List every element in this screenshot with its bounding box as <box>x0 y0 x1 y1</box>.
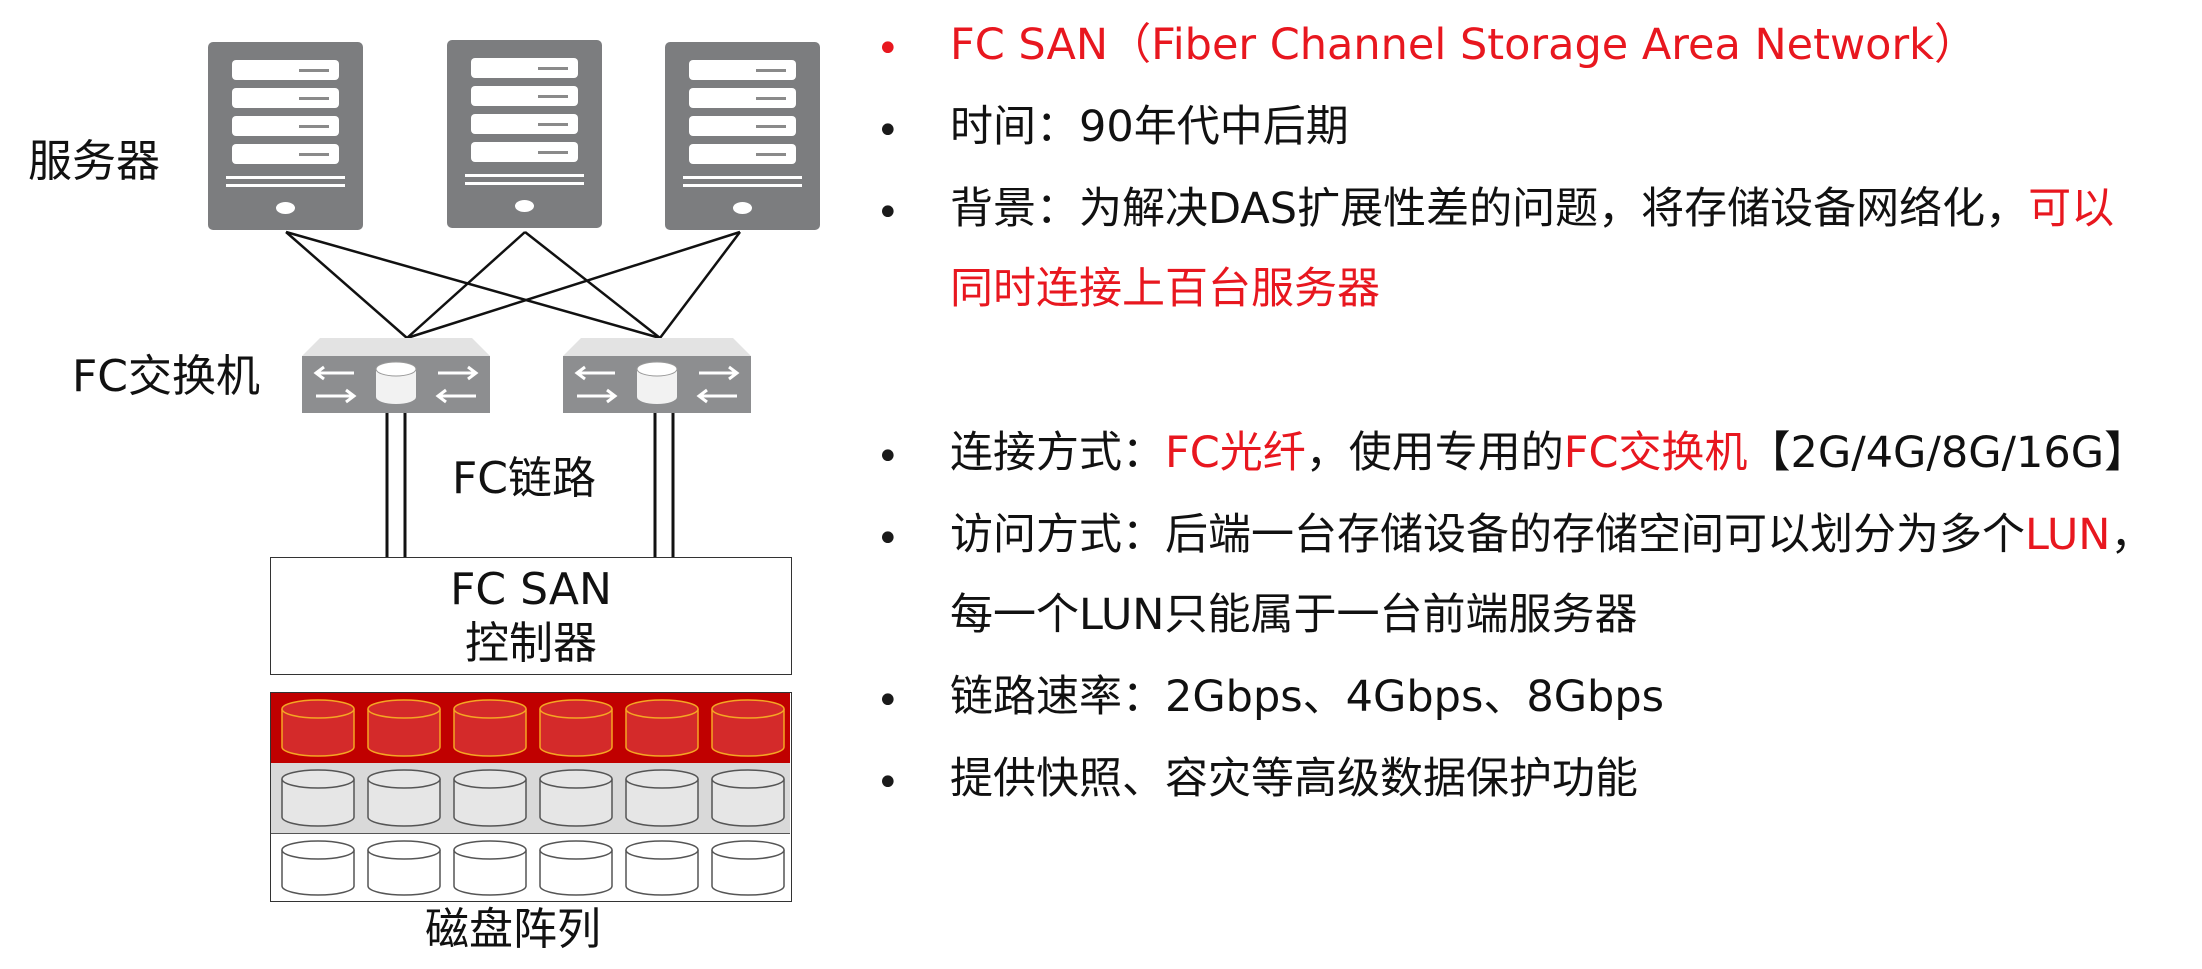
bullet-background: 背景：为解决DAS扩展性差的问题，将存储设备网络化，可以 <box>950 188 2114 231</box>
bullet-dot: • <box>876 516 900 562</box>
background-text: 背景：为解决DAS扩展性差的问题，将存储设备网络化， <box>950 184 2029 234</box>
disk-row-gray <box>271 763 790 833</box>
disk-icons <box>281 699 785 757</box>
servers-label: 服务器 <box>28 136 160 187</box>
switch-label: FC交换机 <box>72 351 261 402</box>
server-icon <box>208 42 363 230</box>
bullet-dot: • <box>876 108 900 154</box>
disk-array-label: 磁盘阵列 <box>425 904 601 955</box>
bullet-connection: 连接方式：FC光纤，使用专用的FC交换机【2G/4G/8G/16G】 <box>950 432 2147 475</box>
access-line2: 每一个LUN只能属于一台前端服务器 <box>950 590 1638 640</box>
disk-icons <box>281 840 785 896</box>
connection-lines <box>285 230 741 557</box>
connection-speeds: 【2G/4G/8G/16G】 <box>1747 428 2148 478</box>
bullet-dot: • <box>876 434 900 480</box>
access-text: 访问方式：后端一台存储设备的存储空间可以划分为多个 <box>950 510 2025 560</box>
bullet-protection: 提供快照、容灾等高级数据保护功能 <box>950 754 1638 804</box>
bullet-dot: • <box>876 190 900 236</box>
fc-san-controller: FC SAN 控制器 <box>270 557 792 675</box>
controller-subtitle: 控制器 <box>465 618 597 669</box>
fc-link-label: FC链路 <box>452 453 597 504</box>
bullet-access: 访问方式：后端一台存储设备的存储空间可以划分为多个LUN， <box>950 514 2153 557</box>
disk-array <box>270 692 792 902</box>
disk-row-red <box>271 693 790 763</box>
bullet-dot: • <box>876 678 900 724</box>
bullet-fc-san-title: FC SAN（Fiber Channel Storage Area Networ… <box>950 20 1978 70</box>
disk-icons <box>281 769 785 827</box>
fc-switch-icon <box>563 338 751 413</box>
disk-row-white <box>271 833 790 901</box>
access-comma: ， <box>2110 510 2154 560</box>
bullet-time: 时间：90年代中后期 <box>950 102 1349 152</box>
connection-label: 连接方式： <box>950 428 1165 478</box>
connection-fiber: FC光纤 <box>1165 428 1306 478</box>
server-icon <box>447 40 602 228</box>
bullet-dot: • <box>876 26 900 72</box>
connection-switch: FC交换机 <box>1563 428 1748 478</box>
access-lun: LUN <box>2025 510 2111 560</box>
bullet-dot: • <box>876 760 900 806</box>
connection-text: ，使用专用的 <box>1305 428 1564 478</box>
background-highlight: 可以 <box>2028 184 2115 234</box>
server-icon <box>665 42 820 230</box>
fc-switch-icon <box>302 338 490 413</box>
bullet-link-speed: 链路速率：2Gbps、4Gbps、8Gbps <box>950 672 1665 722</box>
background-highlight-line2: 同时连接上百台服务器 <box>950 264 1380 314</box>
controller-title: FC SAN <box>450 564 612 615</box>
